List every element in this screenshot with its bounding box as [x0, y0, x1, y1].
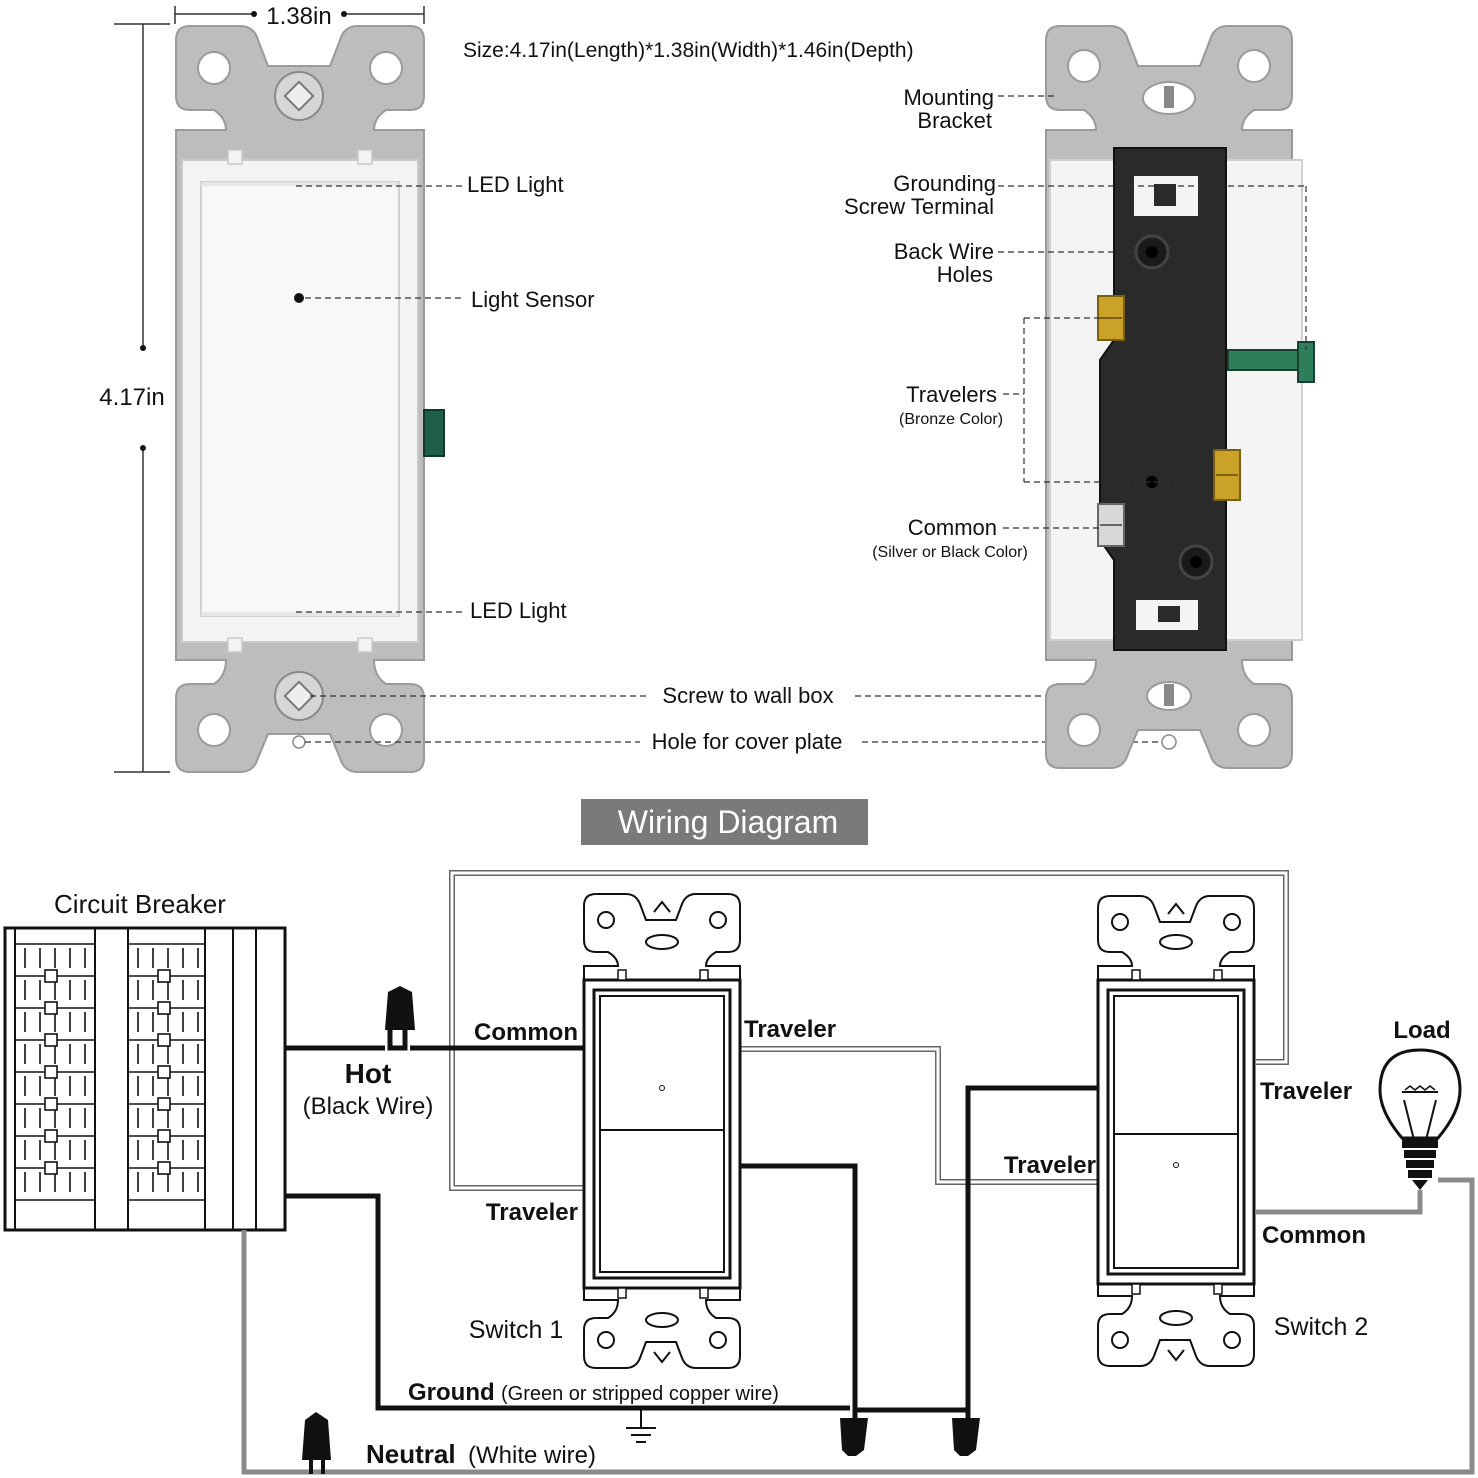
neutral-note: (White wire): [468, 1442, 596, 1469]
earth-ground-symbol-icon: [626, 1408, 656, 1443]
front-switch-view: 1.38in 4.17in: [99, 3, 595, 773]
switch1-common-label: Common: [474, 1019, 578, 1046]
switch2-label: Switch 2: [1274, 1313, 1368, 1341]
switch-1: [582, 893, 742, 1369]
common-label: Common: [908, 515, 997, 540]
back-switch-view: Mounting Bracket Grounding Screw Termina…: [844, 25, 1315, 769]
traveler-wire-cross: [740, 1046, 1100, 1185]
common-note: (Silver or Black Color): [872, 544, 1028, 561]
common-terminal-icon: [1097, 503, 1125, 547]
travelers-label: Travelers: [906, 382, 997, 407]
ground-wire-nut-2-icon: [952, 1418, 980, 1456]
grounding-terminal-label-2: Screw Terminal: [844, 194, 994, 219]
ground-wire: [286, 1193, 850, 1411]
led-light-top-label: LED Light: [467, 172, 564, 197]
led-light-bottom-label: LED Light: [470, 598, 567, 623]
svg-text:Wiring Diagram: Wiring Diagram: [618, 804, 838, 840]
switch1-traveler-top-label: Traveler: [744, 1016, 836, 1043]
switch-2: [1096, 895, 1256, 1367]
back-wire-holes-label-1: Back Wire: [894, 239, 994, 264]
traveler-terminal-bottom-icon: [1213, 449, 1241, 501]
mounting-bracket-label-1: Mounting: [903, 85, 994, 110]
side-ground-screw-icon: [423, 409, 445, 457]
size-spec-text: Size:4.17in(Length)*1.38in(Width)*1.46in…: [463, 39, 914, 62]
mounting-bracket-label-2: Bracket: [917, 108, 992, 133]
switch-back-housing: [1099, 147, 1227, 651]
circuit-breaker-label: Circuit Breaker: [54, 889, 226, 919]
bottom-mounting-screw-icon: [274, 671, 324, 721]
hot-wire-nut-icon: [385, 986, 415, 1030]
wiring-diagram-title: Wiring Diagram: [581, 799, 868, 845]
ground-wire-nut-1-icon: [840, 1418, 868, 1456]
hot-label: Hot: [345, 1058, 392, 1089]
rocker-paddle: [200, 181, 400, 617]
light-sensor-label: Light Sensor: [471, 287, 595, 312]
switch1-label: Switch 1: [469, 1316, 563, 1344]
ground-note: (Green or stripped copper wire): [501, 1383, 779, 1405]
switch2-traveler-left-label: Traveler: [1004, 1152, 1096, 1179]
travelers-note: (Bronze Color): [899, 411, 1003, 428]
load-label: Load: [1393, 1017, 1450, 1044]
hole-for-cover-plate-label: Hole for cover plate: [652, 729, 843, 754]
hot-note: (Black Wire): [303, 1093, 434, 1120]
grounding-screw-icon: [1227, 341, 1315, 383]
length-dimension-label: 4.17in: [99, 384, 164, 411]
traveler-wire-loop-outer: [449, 870, 1289, 1191]
back-wire-holes-label-2: Holes: [937, 262, 993, 287]
screw-to-wall-box-label: Screw to wall box: [662, 683, 833, 708]
neutral-wire-nut-icon: [302, 1412, 331, 1474]
traveler-terminal-top-icon: [1097, 295, 1125, 341]
top-mounting-screw-icon: [274, 71, 324, 121]
switch2-traveler-top-label: Traveler: [1260, 1078, 1352, 1105]
switch2-common-label: Common: [1262, 1222, 1366, 1249]
circuit-breaker-panel: Circuit Breaker: [3, 889, 287, 1232]
light-sensor-dot: [294, 293, 304, 303]
grounding-terminal-label-1: Grounding: [893, 171, 996, 196]
switch1-traveler-bottom-label: Traveler: [486, 1199, 578, 1226]
ground-label: Ground: [408, 1379, 495, 1406]
width-dimension-label: 1.38in: [266, 3, 331, 30]
light-bulb-icon: [1378, 1048, 1462, 1190]
neutral-label: Neutral: [366, 1439, 456, 1469]
